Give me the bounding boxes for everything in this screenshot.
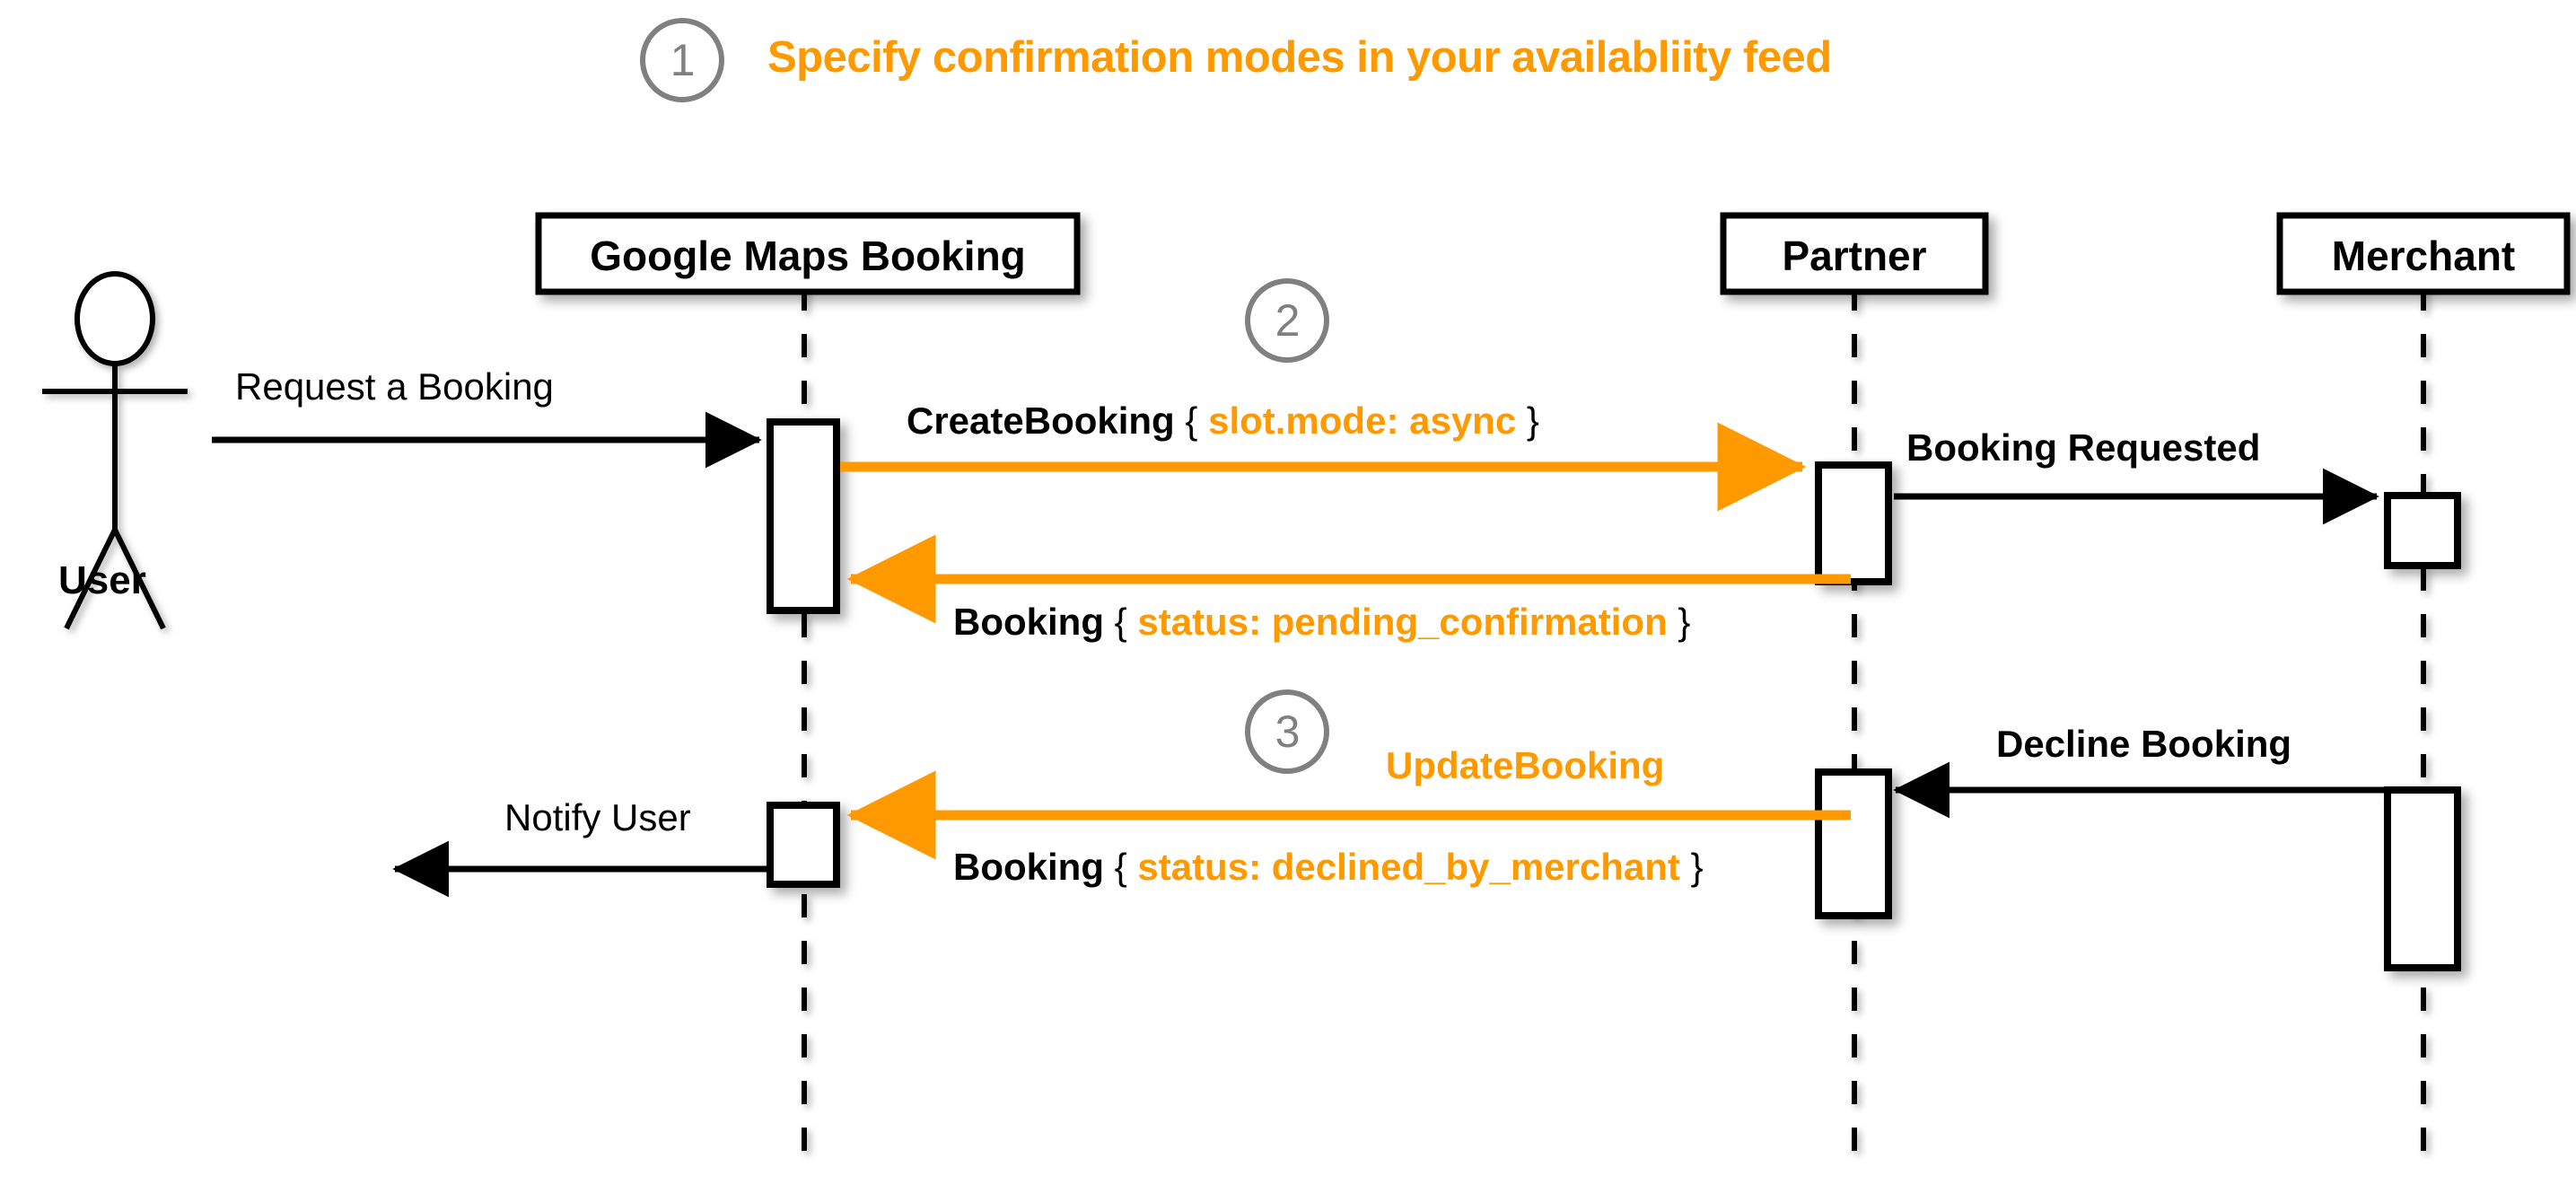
message-label-request-a-booking: Request a Booking: [235, 365, 554, 408]
step-number-2: 2: [1275, 295, 1301, 346]
lifeline-label-merchant: Merchant: [2331, 233, 2516, 279]
message-label-notify-user: Notify User: [504, 796, 691, 838]
activation-merchant-upper: [2384, 492, 2461, 569]
message-label-booking-requested: Booking Requested: [1906, 426, 2261, 469]
step-number-3: 3: [1275, 707, 1301, 757]
step-circle-3: [1245, 689, 1329, 774]
message-payload-booking-declined: status: declined_by_merchant: [1137, 846, 1680, 888]
open-brace-create-booking: {: [1185, 399, 1198, 442]
message-label-create-booking: CreateBooking { slot.mode: async }: [907, 402, 1539, 440]
close-brace-booking-declined: }: [1690, 846, 1704, 888]
activation-gmb-upper: [767, 418, 840, 614]
close-brace-create-booking: }: [1526, 399, 1539, 442]
message-name-booking-pending: Booking: [953, 601, 1104, 643]
message-payload-create-booking: slot.mode: async: [1208, 399, 1517, 442]
lifeline-label-partner: Partner: [1782, 233, 1927, 279]
activation-merchant-lower: [2384, 786, 2461, 971]
lifeline-box-partner: [1720, 212, 1989, 295]
message-name-create-booking: CreateBooking: [907, 399, 1175, 442]
lifeline-label-google-maps-booking: Google Maps Booking: [590, 233, 1026, 279]
activation-gmb-lower: [767, 802, 840, 888]
message-label-update-booking: UpdateBooking: [1386, 744, 1665, 786]
message-label-booking-pending-confirmation: Booking { status: pending_confirmation }: [953, 603, 1690, 641]
message-label-decline-booking: Decline Booking: [1996, 723, 2292, 765]
diagram-title: Specify confirmation modes in your avail…: [767, 33, 1832, 82]
step-circle-2: [1245, 278, 1329, 363]
actor-label-user: User: [58, 558, 146, 602]
step-circle-1: [640, 18, 724, 102]
lifeline-box-google-maps-booking: [535, 212, 1081, 295]
open-brace-booking-pending: {: [1114, 601, 1127, 643]
message-label-booking-declined: Booking { status: declined_by_merchant }: [953, 848, 1704, 886]
message-payload-booking-pending: status: pending_confirmation: [1137, 601, 1668, 643]
open-brace-booking-declined: {: [1114, 846, 1127, 888]
message-name-booking-declined: Booking: [953, 846, 1104, 888]
activation-partner-upper: [1815, 461, 1892, 585]
close-brace-booking-pending: }: [1678, 601, 1691, 643]
user-actor-figure: [42, 271, 188, 630]
step-number-1: 1: [670, 35, 696, 85]
activation-partner-lower: [1815, 768, 1892, 919]
lifeline-box-merchant: [2276, 212, 2571, 295]
